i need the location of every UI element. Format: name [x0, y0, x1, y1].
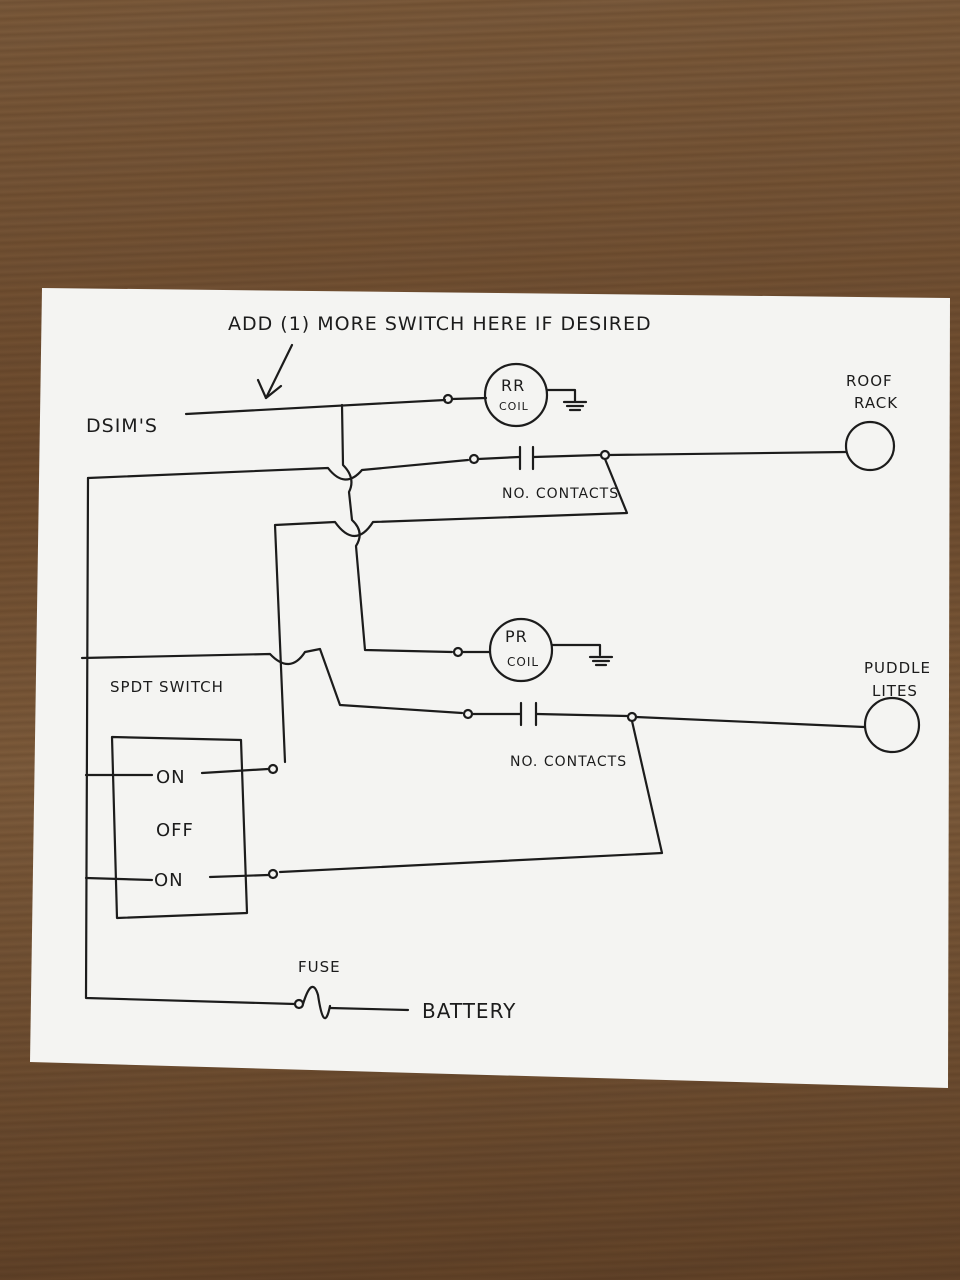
- switch-bus-tap-bottom: [84, 876, 154, 882]
- battery-label: BATTERY: [422, 999, 516, 1023]
- roof-rack-label-2: RACK: [854, 394, 898, 412]
- switch-on-top-label: ON: [156, 767, 186, 788]
- battery-wire: [328, 1006, 410, 1012]
- coil-icon: [483, 362, 549, 428]
- spdt-switch-box: [110, 735, 249, 920]
- puddle-lites-label-2: LITES: [872, 682, 918, 700]
- trunk-wire: [340, 403, 454, 654]
- roof-rack-wire: [607, 450, 848, 457]
- annotation-text: ADD (1) MORE SWITCH HERE IF DESIRED: [228, 313, 652, 335]
- top-contacts-label: NO. CONTACTS: [502, 486, 619, 502]
- rr-coil-label-2: COIL: [499, 400, 529, 413]
- dsim-wire: [184, 398, 447, 416]
- rr-coil-lead: [450, 396, 488, 401]
- ground-icon: [550, 643, 614, 667]
- top-contacts-feed: [86, 458, 470, 481]
- spdt-switch-label: SPDT SWITCH: [110, 678, 224, 696]
- puddle-lites-wire: [634, 715, 866, 729]
- arrow-icon: [256, 343, 294, 400]
- switch-top-lead: [200, 767, 270, 775]
- contacts-icon: [476, 445, 602, 471]
- left-bus-wire: [84, 476, 297, 1006]
- switch-off-label: OFF: [156, 820, 194, 841]
- lamp-icon: [863, 696, 921, 754]
- top-return-wire: [273, 457, 629, 764]
- puddle-lites-label-1: PUDDLE: [864, 659, 931, 677]
- ground-icon: [545, 388, 588, 412]
- contacts-icon: [470, 701, 629, 727]
- lamp-icon: [844, 420, 896, 472]
- switch-on-bottom-label: ON: [154, 870, 184, 891]
- pr-coil-label-2: COIL: [507, 655, 539, 669]
- switch-bottom-terminal: [267, 868, 279, 880]
- dsim-label: DSIM'S: [86, 415, 158, 437]
- bottom-contacts-feed: [80, 647, 464, 715]
- fuse-label: FUSE: [298, 958, 341, 976]
- pr-coil-label-1: PR: [505, 627, 528, 646]
- roof-rack-label-1: ROOF: [846, 372, 893, 390]
- bottom-return-wire: [278, 719, 664, 874]
- bottom-contacts-label: NO. CONTACTS: [510, 754, 627, 770]
- coil-icon: [488, 617, 554, 683]
- fuse-icon: [301, 985, 332, 1020]
- switch-bottom-lead: [208, 873, 270, 879]
- paper-sheet: [30, 288, 950, 1088]
- rr-coil-label-1: RR: [501, 376, 525, 395]
